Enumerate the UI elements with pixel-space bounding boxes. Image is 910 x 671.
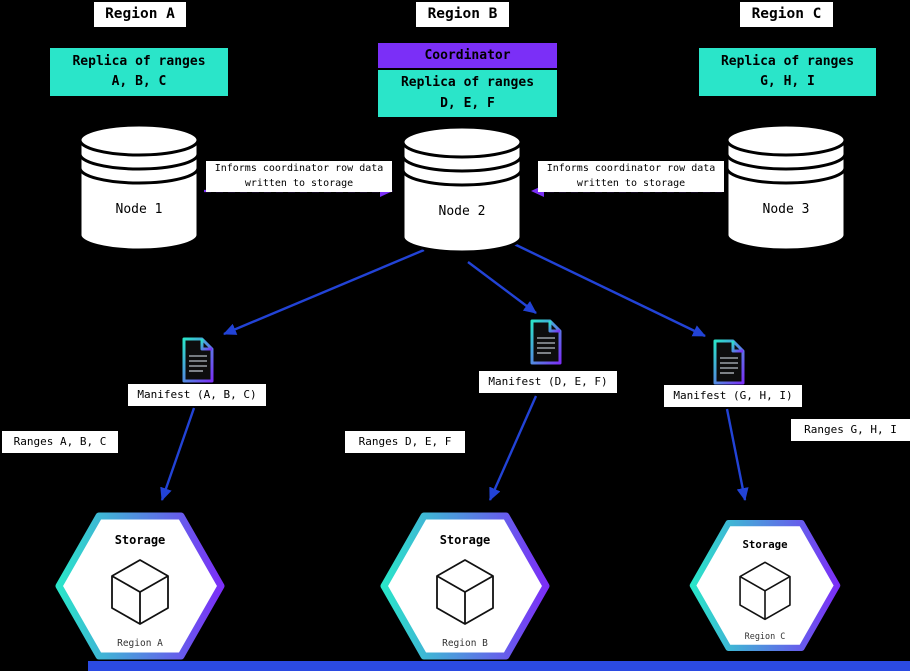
node2-database-cylinder-icon: Node 2 xyxy=(401,125,523,254)
storage-b-region-label: Region B xyxy=(442,638,488,649)
ranges-a-label: Ranges A, B, C xyxy=(2,431,118,453)
storage-c-region-label: Region C xyxy=(745,631,786,641)
manifest-b-label: Manifest (D, E, F) xyxy=(479,371,617,393)
manifest-b-file-icon xyxy=(530,319,562,365)
manifest-c-file-icon xyxy=(713,339,745,385)
arrow-manifest-c-to-storage-c xyxy=(725,408,749,501)
inform-note-right-line1: Informs coordinator row data xyxy=(546,163,716,174)
region-c-title: Region C xyxy=(740,2,833,27)
storage-a-title: Storage xyxy=(115,533,166,547)
coordinator-badge: Coordinator xyxy=(378,43,557,68)
replica-c-box: Replica of ranges G, H, I xyxy=(699,48,876,96)
arrow-manifest-a-to-storage-a xyxy=(160,407,196,501)
bottom-bar xyxy=(88,661,910,671)
inform-note-right: Informs coordinator row data written to … xyxy=(538,161,724,192)
storage-c-title: Storage xyxy=(742,538,787,551)
inform-note-right-line2: written to storage xyxy=(576,177,686,189)
cube-icon xyxy=(436,559,494,625)
region-b-title: Region B xyxy=(416,2,509,27)
inform-note-left-line2: written to storage xyxy=(244,177,354,189)
arrow-node2-to-manifest-b xyxy=(467,261,537,314)
node3-database-cylinder-icon: Node 3 xyxy=(725,123,847,252)
replica-a-line1: Replica of ranges xyxy=(72,53,206,69)
node3-label: Node 3 xyxy=(763,202,810,217)
node1-label: Node 1 xyxy=(116,202,163,217)
region-a-title: Region A xyxy=(94,2,186,27)
node2-label: Node 2 xyxy=(439,204,486,219)
storage-a-hexagon: Storage Region A xyxy=(55,512,225,660)
replica-a-line2: A, B, C xyxy=(111,74,167,89)
replica-c-line1: Replica of ranges xyxy=(720,53,855,69)
cube-icon xyxy=(111,559,169,625)
storage-b-hexagon: Storage Region B xyxy=(380,512,550,660)
storage-b-title: Storage xyxy=(440,533,491,547)
replica-a-box: Replica of ranges A, B, C xyxy=(50,48,228,96)
ranges-c-label: Ranges G, H, I xyxy=(791,419,910,441)
node1-database-cylinder-icon: Node 1 xyxy=(78,123,200,252)
replica-b-line1: Replica of ranges xyxy=(400,75,535,91)
cube-icon xyxy=(739,561,791,621)
manifest-a-label: Manifest (A, B, C) xyxy=(128,384,266,406)
storage-a-region-label: Region A xyxy=(117,638,163,649)
replica-b-line2: D, E, F xyxy=(440,95,495,111)
ranges-b-label: Ranges D, E, F xyxy=(345,431,465,453)
storage-c-hexagon: Storage Region C xyxy=(689,520,841,651)
manifest-c-label: Manifest (G, H, I) xyxy=(664,385,802,407)
arrow-node2-to-manifest-c xyxy=(511,241,706,338)
inform-note-left: Informs coordinator row data written to … xyxy=(206,161,392,192)
replica-c-line2: G, H, I xyxy=(760,74,815,89)
manifest-a-file-icon xyxy=(182,337,214,383)
inform-note-left-line1: Informs coordinator row data xyxy=(214,163,384,174)
replica-b-box: Replica of ranges D, E, F xyxy=(378,70,557,117)
arrow-manifest-b-to-storage-b xyxy=(488,395,538,501)
arrow-node2-to-manifest-a xyxy=(223,248,425,336)
